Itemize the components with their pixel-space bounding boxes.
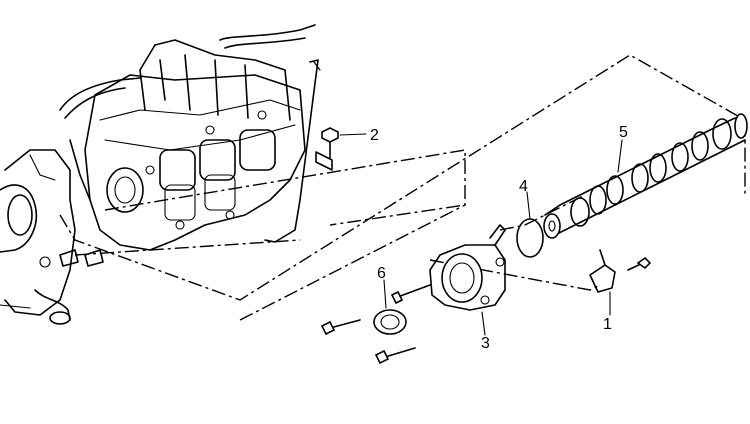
bolts bbox=[320, 284, 431, 365]
part-camshaft bbox=[543, 113, 748, 239]
callout-1: 1 bbox=[603, 316, 612, 333]
callout-3: 3 bbox=[481, 335, 490, 352]
callout-5: 5 bbox=[619, 124, 628, 141]
cylinder-head-assembly bbox=[59, 24, 321, 267]
callout-2: 2 bbox=[370, 127, 379, 144]
part-oil-seal bbox=[373, 279, 407, 335]
part-gasket bbox=[516, 191, 544, 258]
callout-4: 4 bbox=[519, 178, 528, 195]
turbo-housing bbox=[0, 149, 76, 325]
part-sensor bbox=[589, 249, 652, 316]
part-bolt-bracket bbox=[315, 127, 367, 171]
callout-6: 6 bbox=[377, 265, 386, 282]
part-housing-cover bbox=[429, 224, 506, 336]
